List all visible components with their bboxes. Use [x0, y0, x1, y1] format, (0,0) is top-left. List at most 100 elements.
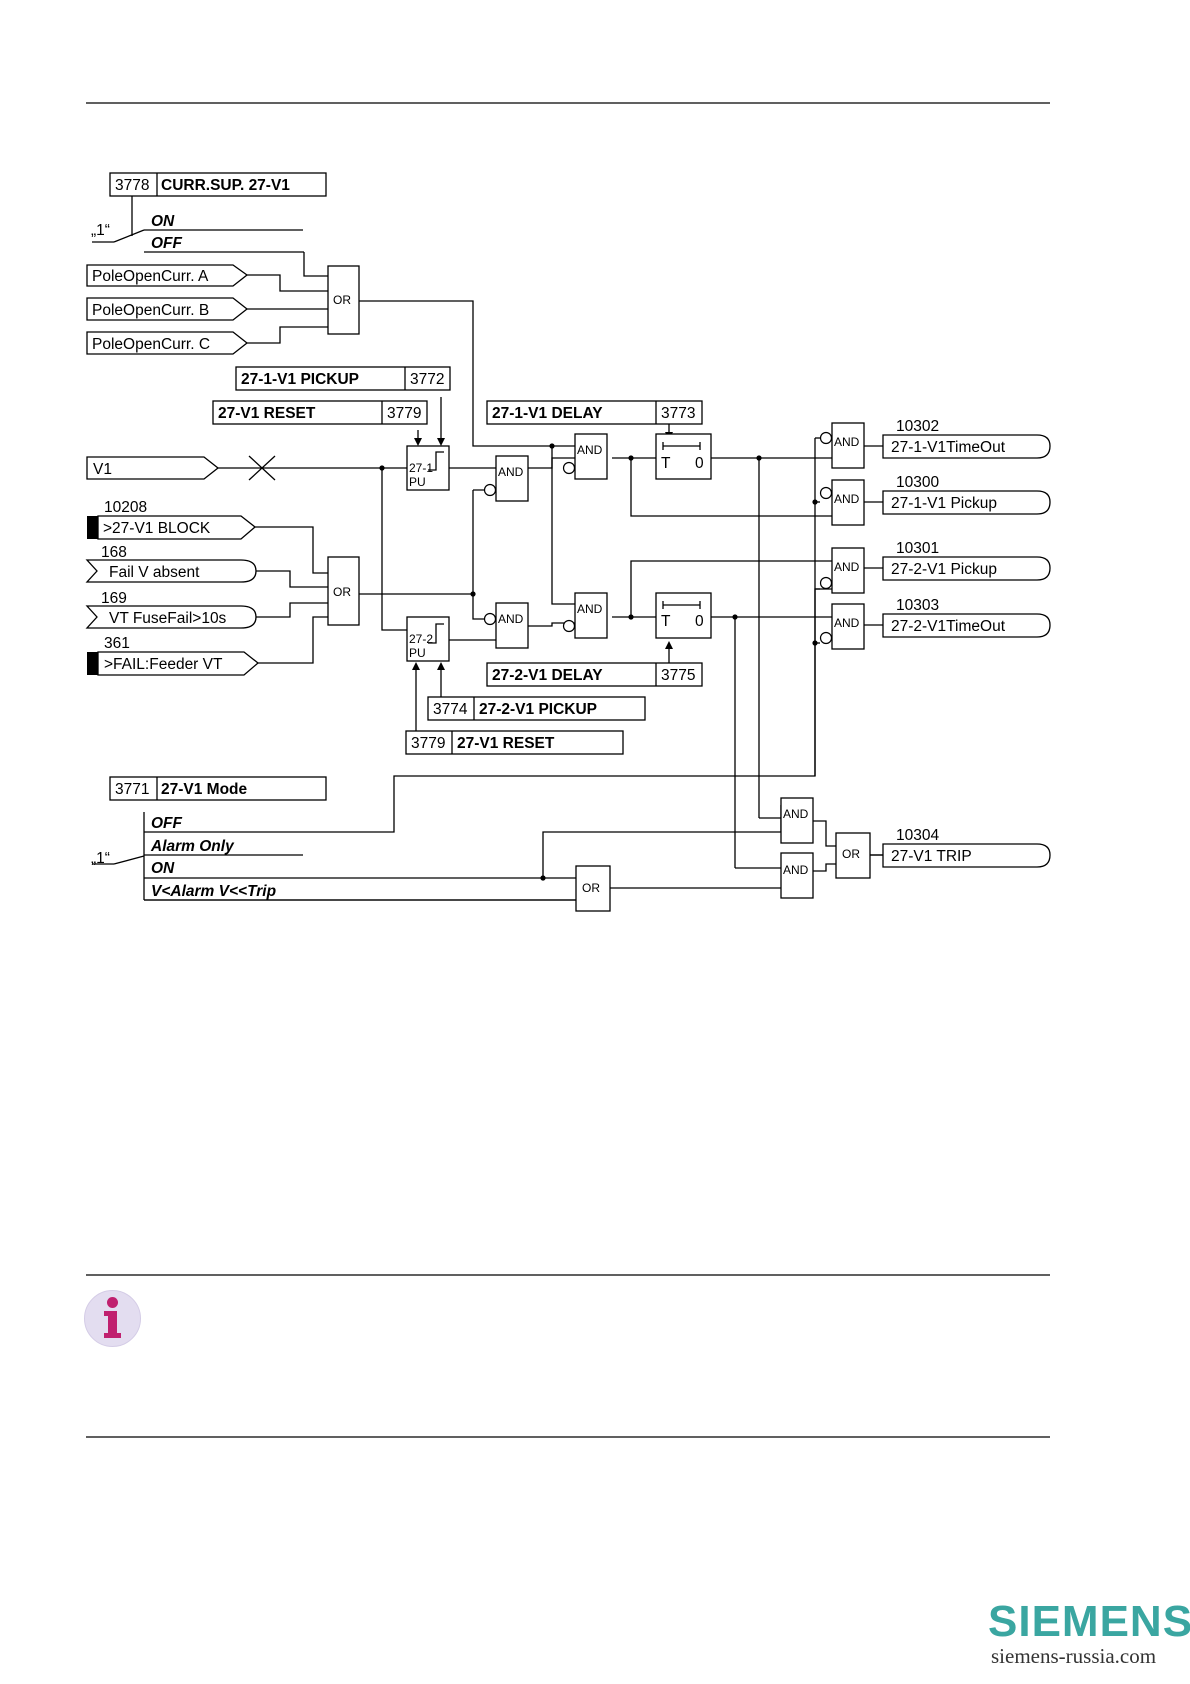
and-gate-2-label: AND — [498, 612, 524, 626]
param-delay2-address: 3775 — [661, 667, 695, 684]
input-pole-a-label: PoleOpenCurr. A — [92, 268, 209, 285]
and-gate-trip-1: AND — [780, 797, 814, 844]
input-pole-c-label: PoleOpenCurr. C — [92, 336, 210, 353]
timer-1-zero: 0 — [695, 455, 704, 472]
and-gate-4-label: AND — [577, 602, 603, 616]
and-gate-out-10300: AND — [819, 479, 865, 526]
timer-2-t: T — [661, 613, 671, 630]
pickup-element-27-1-name: 27-1 — [409, 461, 433, 475]
input-block-label: >27-V1 BLOCK — [103, 520, 211, 537]
or-gate-trip-label: OR — [842, 847, 860, 861]
siemens-logo: SIEMENS siemens-russia.com — [988, 1597, 1190, 1669]
mode-option-v-alarm-trip: V<Alarm V<<Trip — [151, 883, 276, 900]
and-gate-1: AND — [483, 455, 529, 502]
input-fail-v-number: 168 — [101, 544, 127, 561]
param-pickup2: 3774 27-2-V1 PICKUP — [427, 696, 646, 721]
and-gate-out-10303-label: AND — [834, 616, 860, 630]
param-curr-sup-name: CURR.SUP. 27-V1 — [161, 177, 290, 194]
param-delay1-address: 3773 — [661, 405, 695, 422]
input-v1-label: V1 — [93, 461, 112, 478]
param-pickup1: 27-1-V1 PICKUP 3772 — [235, 366, 451, 391]
input-vt-fuse-number: 169 — [101, 590, 127, 607]
output-10304: 10304 27-V1 TRIP — [882, 827, 1051, 868]
input-pole-c: PoleOpenCurr. C — [86, 331, 249, 355]
siemens-wordmark: SIEMENS — [988, 1597, 1190, 1646]
output-10300: 10300 27-1-V1 Pickup — [882, 474, 1051, 515]
siemens-url: siemens-russia.com — [991, 1644, 1157, 1668]
param-delay2-name: 27-2-V1 DELAY — [492, 667, 603, 684]
and-gate-3: AND — [562, 433, 608, 480]
mode-option-on: ON — [151, 860, 175, 877]
and-gate-2: AND — [483, 602, 529, 649]
timer-2: T 0 — [655, 592, 712, 639]
output-10303-label: 27-2-V1TimeOut — [891, 618, 1006, 635]
input-fail-feeder-number: 361 — [104, 635, 130, 652]
output-10304-label: 27-V1 TRIP — [891, 848, 972, 865]
param-mode: 3771 27-V1 Mode — [109, 776, 327, 801]
pickup-element-27-2: 27-2 PU — [406, 616, 450, 662]
or-gate-block-label: OR — [333, 585, 351, 599]
input-block: 10208 >27-V1 BLOCK — [87, 499, 257, 540]
and-gate-out-10302: AND — [819, 422, 865, 469]
input-pole-a: PoleOpenCurr. A — [86, 264, 249, 287]
output-10301-label: 27-2-V1 Pickup — [891, 561, 997, 578]
and-gate-3-label: AND — [577, 443, 603, 457]
param-reset-bottom: 3779 27-V1 RESET — [405, 730, 624, 755]
param-pickup1-name: 27-1-V1 PICKUP — [241, 371, 359, 388]
param-pickup1-address: 3772 — [410, 371, 444, 388]
and-gate-out-10303: AND — [819, 603, 865, 650]
param-curr-sup-address: 3778 — [115, 177, 149, 194]
input-fail-v: 168 Fail V absent — [85, 544, 257, 583]
info-icon — [84, 1290, 141, 1347]
param-mode-address: 3771 — [115, 781, 149, 798]
and-gate-1-label: AND — [498, 465, 524, 479]
param-delay2: 27-2-V1 DELAY 3775 — [486, 662, 703, 687]
input-v1: V1 — [86, 456, 220, 480]
mode-option-off: OFF — [151, 815, 183, 832]
param-delay1-name: 27-1-V1 DELAY — [492, 405, 603, 422]
param-reset-bottom-address: 3779 — [411, 735, 445, 752]
output-10303-number: 10303 — [896, 597, 939, 614]
output-10302: 10302 27-1-V1TimeOut — [882, 418, 1051, 459]
output-10304-number: 10304 — [896, 827, 939, 844]
or-gate-pole-open: OR — [327, 265, 360, 335]
wires — [92, 187, 883, 901]
input-vt-fuse: 169 VT FuseFail>10s — [85, 590, 257, 629]
and-gate-trip-1-label: AND — [783, 807, 809, 821]
input-fail-feeder-label: >FAIL:Feeder VT — [104, 656, 223, 673]
and-gate-trip-2: AND — [780, 852, 814, 899]
param-reset-top-address: 3779 — [387, 405, 421, 422]
output-10300-label: 27-1-V1 Pickup — [891, 495, 997, 512]
and-gate-out-10301: AND — [819, 547, 865, 594]
and-gate-out-10300-label: AND — [834, 492, 860, 506]
output-10300-number: 10300 — [896, 474, 939, 491]
output-10302-label: 27-1-V1TimeOut — [891, 439, 1006, 456]
curr-sup-const-one: „1“ — [91, 222, 110, 239]
mode-option-alarm-only: Alarm Only — [150, 838, 235, 855]
param-curr-sup: 3778 CURR.SUP. 27-V1 — [109, 172, 327, 197]
input-pole-b: PoleOpenCurr. B — [86, 297, 249, 321]
mode-const-one: „1“ — [91, 850, 110, 867]
pickup-element-27-2-suffix: PU — [409, 646, 426, 660]
param-reset-top-name: 27-V1 RESET — [218, 405, 316, 422]
curr-sup-option-off: OFF — [151, 235, 183, 252]
input-fail-feeder: 361 >FAIL:Feeder VT — [87, 635, 260, 676]
output-10302-number: 10302 — [896, 418, 939, 435]
param-reset-top: 27-V1 RESET 3779 — [212, 400, 428, 425]
timer-2-zero: 0 — [695, 613, 704, 630]
input-fail-v-label: Fail V absent — [109, 564, 200, 581]
input-vt-fuse-label: VT FuseFail>10s — [109, 610, 227, 627]
or-gate-mode: OR — [575, 865, 611, 912]
or-gate-pole-open-label: OR — [333, 293, 351, 307]
param-pickup2-address: 3774 — [433, 701, 468, 718]
input-pole-b-label: PoleOpenCurr. B — [92, 302, 209, 319]
junction-dots — [379, 443, 818, 881]
timer-1: T 0 — [655, 433, 712, 480]
and-gate-4: AND — [562, 592, 608, 639]
pickup-element-27-1: 27-1 PU — [406, 445, 450, 491]
param-reset-bottom-name: 27-V1 RESET — [457, 735, 555, 752]
pickup-element-27-1-suffix: PU — [409, 475, 426, 489]
output-10301-number: 10301 — [896, 540, 939, 557]
or-gate-mode-label: OR — [582, 881, 600, 895]
